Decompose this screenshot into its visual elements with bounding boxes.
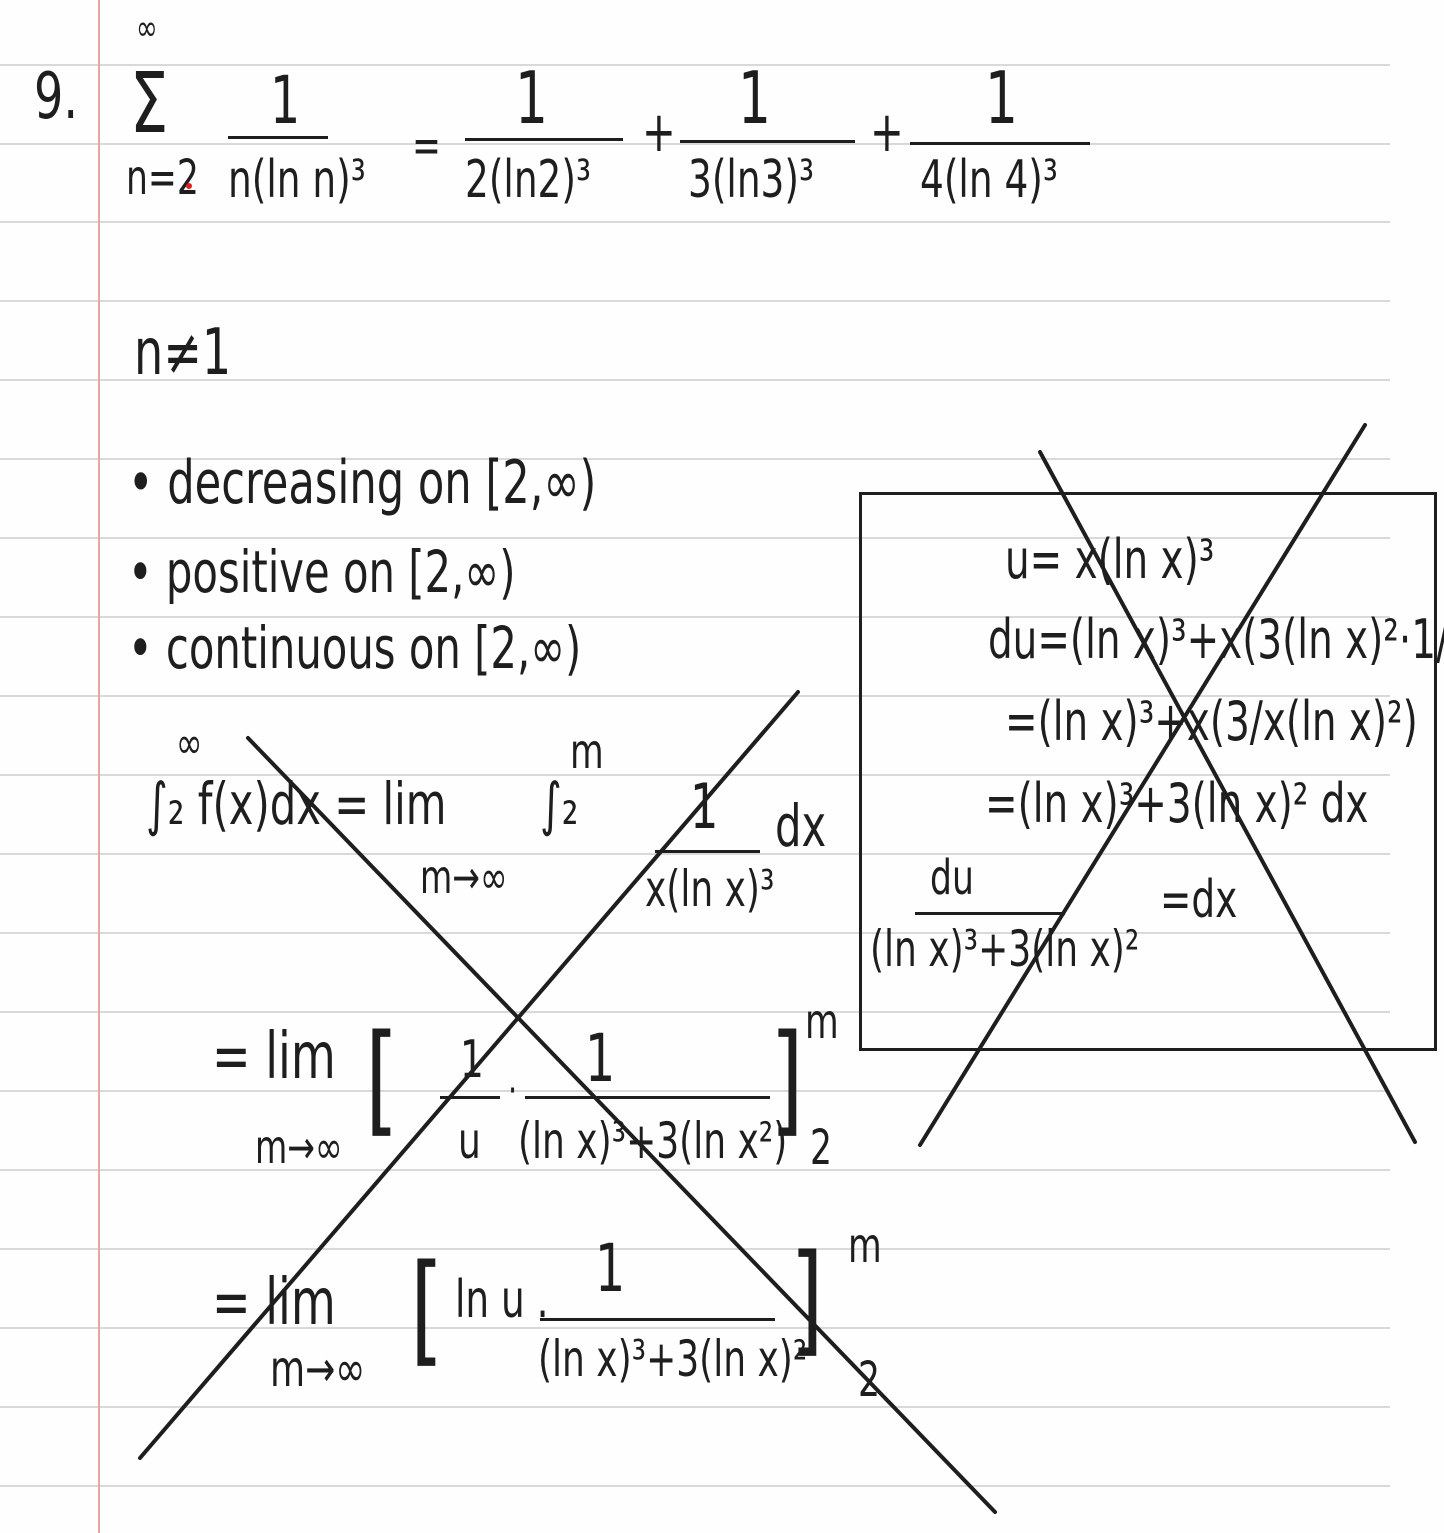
ruled-line (0, 1406, 1390, 1408)
integral2-symbol: ∫₂ (540, 770, 579, 838)
ruled-line (0, 1485, 1390, 1487)
bracket-open: [ (410, 1240, 444, 1379)
ruled-line (0, 537, 1390, 539)
step2-upper: m (848, 1218, 882, 1274)
ruled-line (0, 300, 1390, 302)
cross-out-line (1038, 450, 1417, 1144)
condition-decreasing: • decreasing on [2,∞) (128, 448, 597, 518)
condition-positive: • positive on [2,∞) (128, 538, 516, 606)
box-frac-num: du (930, 850, 974, 906)
term1-num: 1 (515, 56, 548, 140)
sum-symbol: Σ (130, 54, 169, 152)
sum-lower: n=2 (126, 150, 199, 206)
margin-line (98, 0, 100, 1533)
dx: dx (775, 792, 827, 860)
equals: = (412, 118, 441, 174)
ruled-line (0, 695, 1390, 697)
fraction-bar (910, 142, 1090, 145)
step1-upper: m (805, 994, 839, 1050)
substitution-box (859, 492, 1437, 1051)
step1-lim: = lim (212, 1020, 336, 1094)
box-line-3: =(ln x)³+x(3/x(ln x)²) (1005, 690, 1418, 753)
term1-den: 2(ln2)³ (465, 150, 591, 210)
integrand-den: x(ln x)³ (645, 860, 775, 918)
term2-den: 3(ln3)³ (688, 150, 814, 210)
integrand-num: 1 (690, 770, 719, 843)
integral-upper: ∞ (176, 718, 203, 769)
step1-sub: m→∞ (255, 1120, 343, 1174)
step1-frac2-den: (ln x)³+3(ln x²) (518, 1112, 788, 1170)
fraction-bar (525, 1096, 770, 1099)
ruled-line (0, 1011, 1390, 1013)
step2-lnu: ln u . (455, 1270, 549, 1330)
cross-out-line (138, 690, 800, 1460)
fraction-bar (655, 850, 760, 853)
fraction-bar (465, 138, 623, 141)
note: n≠1 (134, 316, 232, 390)
plus: + (870, 100, 904, 165)
term3-num: 1 (985, 56, 1018, 140)
ruled-line (0, 1327, 1390, 1329)
ruled-line (0, 853, 1390, 855)
cross-out-line (918, 423, 1367, 1147)
box-line-du: du=(ln x)³+x(3(ln x)²·1/x) (988, 608, 1444, 671)
problem-number: 9. (34, 60, 78, 134)
red-dot (186, 183, 192, 189)
term3-den: 4(ln 4)³ (920, 150, 1058, 210)
fraction-bar (680, 140, 855, 143)
step2-num: 1 (595, 1230, 626, 1307)
condition-continuous: • continuous on [2,∞) (128, 614, 582, 682)
ruled-line (0, 458, 1390, 460)
ruled-line (0, 1248, 1390, 1250)
fraction-bar (540, 1318, 775, 1321)
box-frac-den: (ln x)³+3(ln x)² (870, 920, 1140, 978)
ruled-line (0, 1090, 1390, 1092)
box-line-4: =(ln x)³+3(ln x)² dx (985, 772, 1369, 835)
step1-dot: · (508, 1068, 518, 1114)
ruled-line (0, 64, 1390, 66)
integral-lhs: ∫₂ f(x)dx = lim (146, 770, 447, 838)
sum-upper: ∞ (136, 8, 158, 49)
step1-lower: 2 (810, 1120, 832, 1176)
ruled-line (0, 221, 1390, 223)
plus: + (642, 100, 676, 165)
step2-den: (ln x)³+3(ln x)² (538, 1330, 808, 1388)
fraction-bar (440, 1096, 500, 1099)
term-denominator: n(ln n)³ (228, 150, 366, 210)
bracket-close: ] (790, 1230, 824, 1369)
fraction-bar (915, 912, 1065, 915)
ruled-line (0, 143, 1390, 145)
step1-frac1-num: 1 (460, 1030, 484, 1090)
step1-frac1-den: u (458, 1112, 481, 1170)
bracket-close: ] (770, 1010, 804, 1149)
limit-subscript: m→∞ (420, 850, 508, 904)
ruled-line (0, 379, 1390, 381)
ruled-line (0, 616, 1390, 618)
cross-out-line (246, 736, 997, 1514)
term2-num: 1 (738, 56, 771, 140)
integral2-upper: m (570, 724, 604, 780)
ruled-line (0, 774, 1390, 776)
step1-frac2-num: 1 (585, 1020, 616, 1097)
fraction-bar (228, 136, 328, 139)
ruled-line (0, 1169, 1390, 1171)
box-rhs: =dx (1160, 870, 1238, 930)
term-numerator: 1 (270, 62, 301, 139)
bracket-open: [ (365, 1010, 399, 1149)
ruled-line (0, 932, 1390, 934)
step2-sub: m→∞ (270, 1340, 366, 1398)
